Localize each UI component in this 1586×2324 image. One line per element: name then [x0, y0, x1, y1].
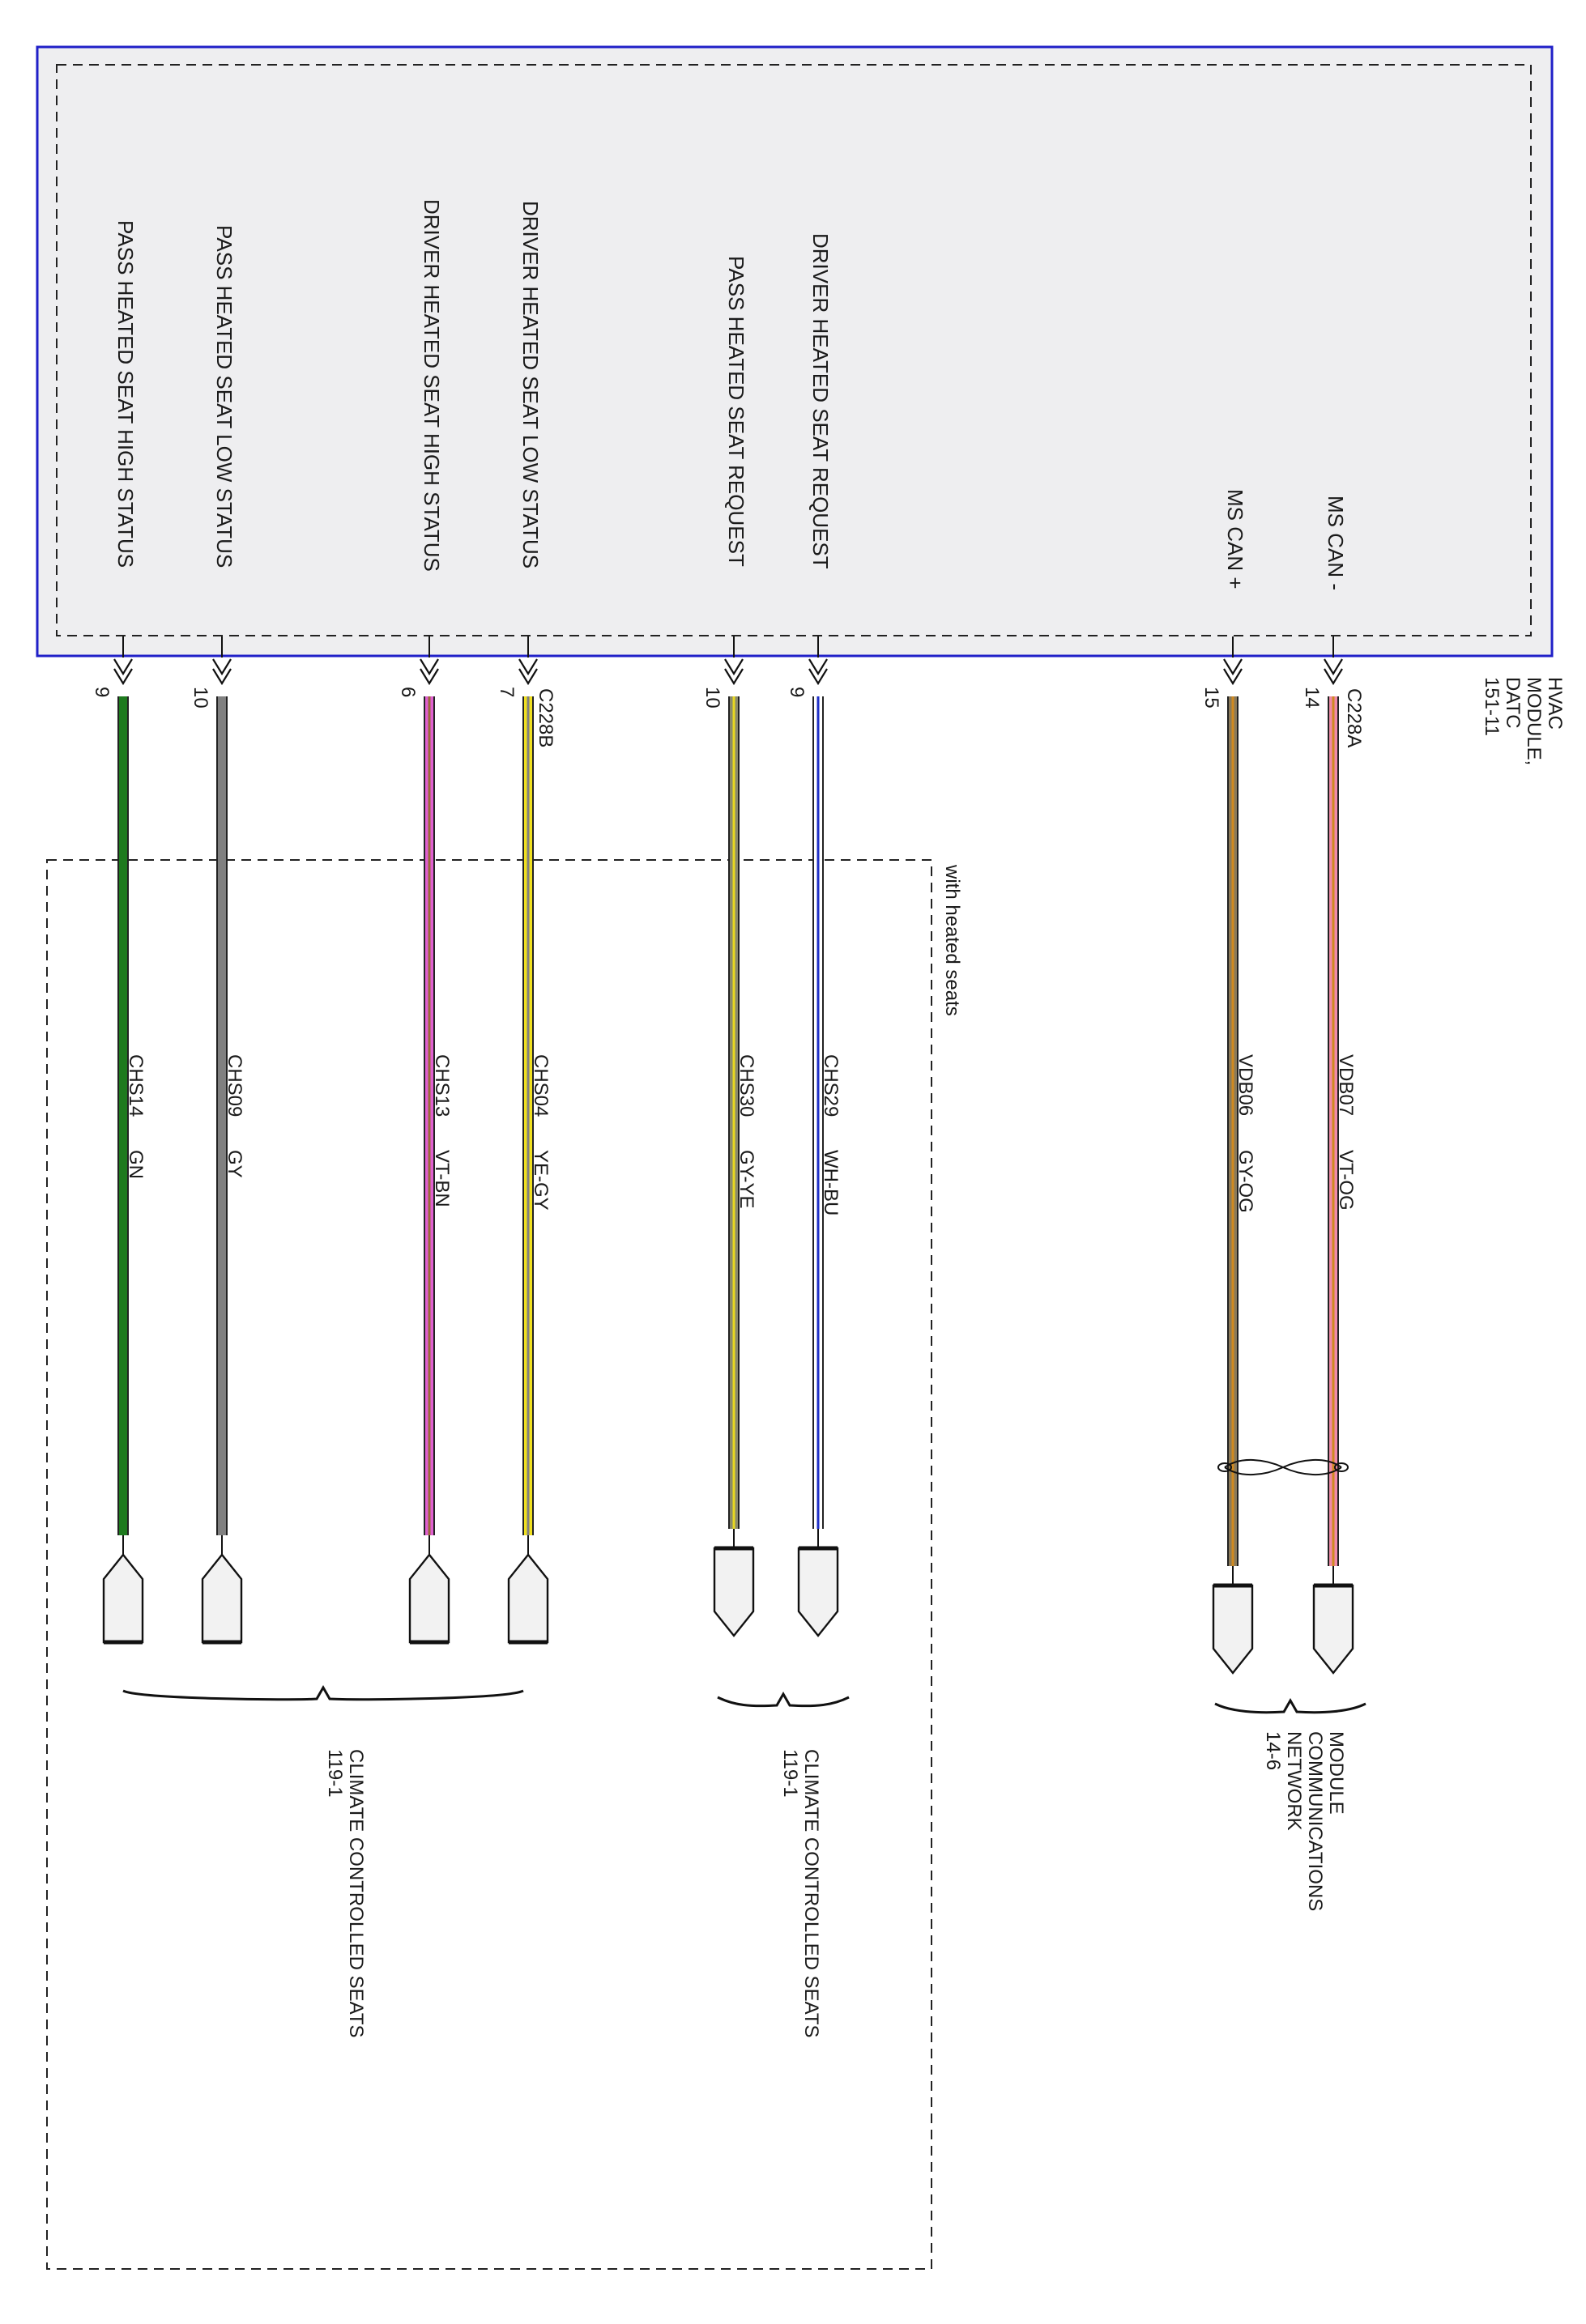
pin-chevron-icon — [808, 658, 828, 686]
connector-c228b-label: C228B — [535, 688, 556, 747]
signal-label-drv-high: DRIVER HEATED SEAT HIGH STATUS — [420, 199, 444, 572]
pin-number: 10 — [190, 687, 211, 709]
destination-seats-a-line: CLIMATE CONTROLLED SEATS — [345, 1749, 367, 2038]
heated-seats-option-box — [46, 859, 932, 2270]
destination-seats-b-line: CLIMATE CONTROLLED SEATS — [800, 1749, 822, 2038]
pin-chevron-icon — [113, 658, 133, 686]
pin-number: 9 — [786, 687, 808, 697]
module-name-line: MODULE, — [1523, 677, 1545, 765]
wire-color-code: GY — [224, 1150, 245, 1178]
wire-color-code: GY-YE — [735, 1150, 757, 1208]
wire-color-code: GN — [125, 1150, 147, 1179]
destination-seats-a-line: 119-1 — [324, 1749, 346, 1798]
module-name-line: 151-11 — [1481, 677, 1503, 736]
wire-stripe-color — [527, 696, 530, 1535]
destination-seats-b-line: 119-1 — [779, 1749, 801, 1798]
wire-color-code: VT-OG — [1335, 1150, 1357, 1211]
twist-end-loop — [1217, 1462, 1232, 1472]
signal-label-drv-low: DRIVER HEATED SEAT LOW STATUS — [518, 201, 543, 568]
signal-label-can-plus: MS CAN + — [1223, 489, 1247, 590]
terminal-connector-icon — [1212, 1584, 1254, 1675]
signal-label-pass-req: PASS HEATED SEAT REQUEST — [724, 256, 748, 567]
wire-stripe-color — [732, 696, 735, 1529]
circuit-id: CHS14 — [125, 1054, 147, 1117]
twisted-pair-marker — [1217, 1458, 1349, 1476]
wire-color-code: YE-GY — [530, 1150, 552, 1211]
destination-network: MODULECOMMUNICATIONSNETWORK14-6 — [1262, 1731, 1347, 1911]
terminal-connector-icon — [102, 1553, 144, 1644]
destination-network-line: MODULE — [1325, 1731, 1347, 1815]
pin-chevron-icon — [420, 658, 439, 686]
pin-chevron-icon — [724, 658, 744, 686]
pin-number: 6 — [397, 687, 419, 697]
circuit-id: CHS13 — [431, 1054, 453, 1117]
module-name: HVACMODULE,DATC151-11 — [1481, 677, 1566, 765]
wire-stripe-color — [428, 696, 431, 1535]
terminal-connector-icon — [408, 1553, 450, 1644]
module-outer-border — [36, 45, 1554, 658]
pin-chevron-icon — [1223, 658, 1243, 686]
wire-base-color — [218, 696, 226, 1535]
terminal-connector-icon — [797, 1547, 839, 1637]
pin-chevron-icon — [518, 658, 538, 686]
brace-seats-b — [717, 1691, 850, 1708]
wire-stripe-color — [816, 696, 820, 1529]
pin-number: 10 — [701, 687, 723, 709]
pin-chevron-icon — [212, 658, 232, 686]
signal-label-drv-req: DRIVER HEATED SEAT REQUEST — [808, 233, 833, 569]
terminal-connector-icon — [507, 1553, 549, 1644]
terminal-connector-icon — [201, 1553, 243, 1644]
pin-number: 9 — [91, 687, 113, 697]
destination-network-line: COMMUNICATIONS — [1304, 1731, 1326, 1911]
brace-seats-a — [122, 1684, 524, 1701]
module-name-line: DATC — [1502, 677, 1524, 729]
signal-label-can-minus: MS CAN - — [1324, 496, 1348, 590]
circuit-id: VDB07 — [1335, 1054, 1357, 1116]
pin-chevron-icon — [1324, 658, 1343, 686]
wire-stripe-color — [1332, 696, 1335, 1566]
heated-seats-option-label: with heated seats — [941, 864, 963, 1016]
destination-braces — [122, 1684, 1366, 1714]
circuit-id: CHS09 — [224, 1054, 245, 1117]
module-signal-labels: PASS HEATED SEAT HIGH STATUS PASS HEATED … — [113, 199, 1348, 590]
wire-color-code: WH-BU — [820, 1150, 842, 1215]
signal-label-pass-low: PASS HEATED SEAT LOW STATUS — [212, 225, 237, 568]
destination-seats-b: CLIMATE CONTROLLED SEATS119-1 — [779, 1749, 822, 2038]
destination-seats-a: CLIMATE CONTROLLED SEATS119-1 — [324, 1749, 367, 2038]
wire-stripe-color — [1231, 696, 1234, 1566]
circuit-id: CHS29 — [820, 1054, 842, 1117]
circuit-id: CHS30 — [735, 1054, 757, 1117]
destination-network-line: 14-6 — [1262, 1731, 1284, 1770]
pin-number: 7 — [496, 687, 518, 697]
pin-number: 14 — [1301, 687, 1323, 709]
brace-network — [1214, 1697, 1366, 1714]
wire-color-code: GY-OG — [1234, 1150, 1256, 1213]
circuit-id: VDB06 — [1234, 1054, 1256, 1116]
destination-network-line: NETWORK — [1283, 1731, 1305, 1831]
twist-end-loop — [1334, 1462, 1349, 1472]
circuit-id: CHS04 — [530, 1054, 552, 1117]
wire-color-code: VT-BN — [431, 1150, 453, 1207]
signal-label-pass-high: PASS HEATED SEAT HIGH STATUS — [113, 220, 138, 568]
wire-base-color — [119, 696, 127, 1535]
module-inner-dashed-border — [56, 64, 1532, 636]
hvac-module — [36, 45, 1554, 658]
module-name-line: HVAC — [1544, 677, 1566, 730]
connector-c228a-label: C228A — [1343, 688, 1365, 747]
twist-curve-b — [1224, 1458, 1342, 1476]
pin-number: 15 — [1200, 687, 1222, 709]
terminal-connector-icon — [713, 1547, 755, 1637]
terminal-connector-icon — [1312, 1584, 1354, 1675]
